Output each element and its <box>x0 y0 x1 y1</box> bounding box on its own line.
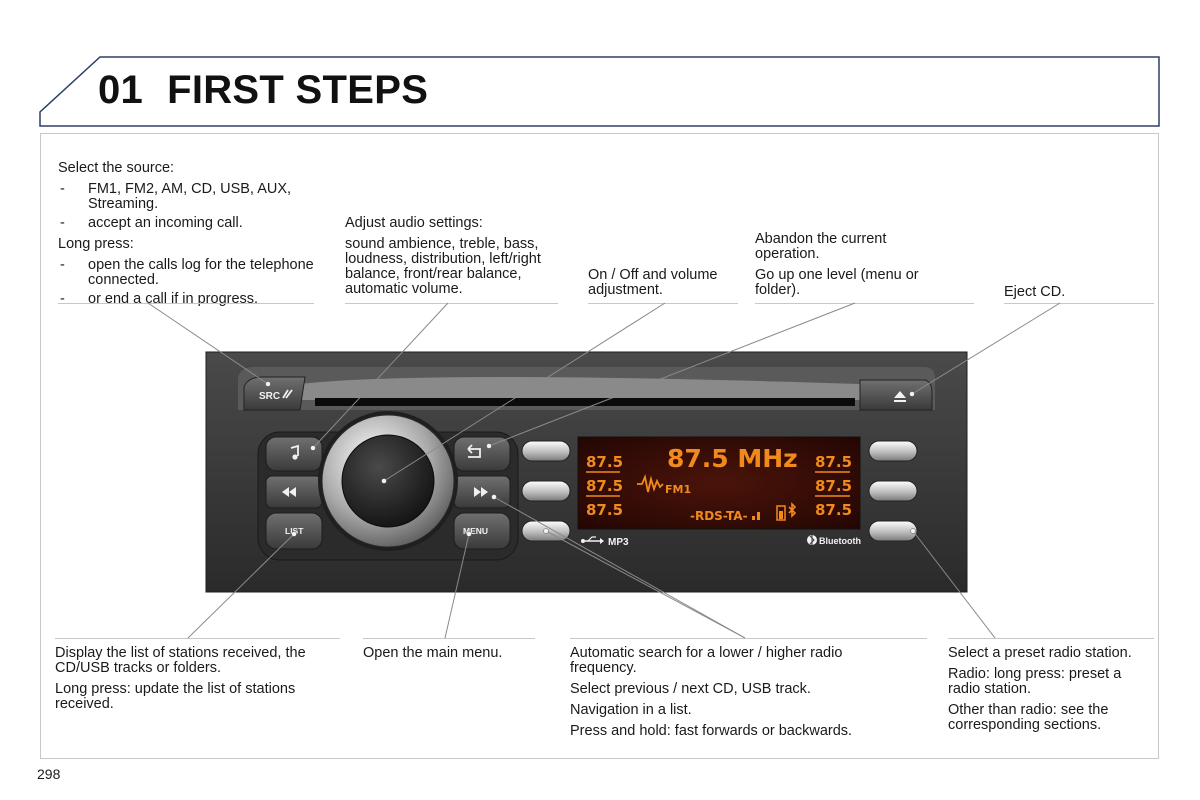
callout-source: Select the source: FM1, FM2, AM, CD, USB… <box>58 161 320 313</box>
list-button-label: LIST <box>285 526 304 536</box>
display-preset-right-1: 87.5 <box>815 453 852 471</box>
display-preset-right-2: 87.5 <box>815 477 852 495</box>
callout-divider <box>1004 303 1154 304</box>
callout-divider <box>570 638 927 639</box>
callout-menu: Open the main menu. <box>363 646 535 667</box>
callout-divider <box>588 303 738 304</box>
signal-wave-icon <box>637 473 664 493</box>
phone-icon <box>282 389 293 399</box>
audio-settings-button[interactable] <box>265 436 323 472</box>
leader-lines <box>147 302 1061 639</box>
list-item: FM1, FM2, AM, CD, USB, AUX, Streaming. <box>58 182 320 212</box>
callout-seek: Automatic search for a lower / higher ra… <box>570 646 900 745</box>
callout-source-title: Select the source: <box>58 160 175 176</box>
page-number: 298 <box>37 766 61 782</box>
callout-seek-line1: Automatic search for a lower / higher ra… <box>570 645 843 676</box>
callout-back: Abandon the current operation. Go up one… <box>755 232 950 304</box>
callout-divider <box>363 638 535 639</box>
callout-seek-line3: Navigation in a list. <box>570 702 692 718</box>
back-button[interactable] <box>453 436 511 472</box>
display-preset-left-3: 87.5 <box>586 501 623 519</box>
chapter-header-frame <box>39 56 1160 127</box>
callout-list: Display the list of stations received, t… <box>55 646 345 718</box>
preset-button-2[interactable] <box>521 480 571 502</box>
callout-divider <box>58 303 314 304</box>
callout-divider <box>948 638 1154 639</box>
preset-button-6[interactable] <box>868 520 918 542</box>
callout-back-line1: Abandon the current operation. <box>755 231 887 262</box>
callout-list-line2: Long press: update the list of stations … <box>55 681 296 712</box>
callout-preset-line2: Radio: long press: preset a radio statio… <box>948 666 1122 697</box>
callout-eject: Eject CD. <box>1004 285 1144 306</box>
preset-button-4[interactable] <box>868 440 918 462</box>
list-button[interactable] <box>265 512 323 550</box>
display-preset-right-3: 87.5 <box>815 501 852 519</box>
callout-source-bullets: FM1, FM2, AM, CD, USB, AUX, Streaming. a… <box>58 182 320 232</box>
preset-button-1[interactable] <box>521 440 571 462</box>
list-item: accept an incoming call. <box>58 216 320 232</box>
callout-power: On / Off and volume adjustment. <box>588 268 738 304</box>
callout-source-long-press-bullets: open the calls log for the telephone con… <box>58 258 320 308</box>
display-frequency: 87.5 MHz <box>667 444 798 473</box>
chapter-number: 01 <box>98 68 144 112</box>
usb-icon <box>581 536 604 544</box>
bluetooth-logo-icon <box>807 535 817 545</box>
callout-seek-line4: Press and hold: fast forwards or backwar… <box>570 723 853 739</box>
display-rds-status: -RDS-TA- <box>690 509 748 523</box>
menu-button-label: MENU <box>463 526 488 536</box>
callout-divider <box>755 303 974 304</box>
music-note-icon <box>290 444 299 460</box>
callout-preset: Select a preset radio station. Radio: lo… <box>948 646 1156 739</box>
callout-preset-line3: Other than radio: see the corresponding … <box>948 702 1109 733</box>
callout-back-line2: Go up one level (menu or folder). <box>755 267 919 298</box>
bluetooth-label: Bluetooth <box>819 536 861 546</box>
list-item: open the calls log for the telephone con… <box>58 258 320 288</box>
fast-forward-icon <box>474 487 488 497</box>
src-button-label[interactable]: SRC <box>259 391 280 402</box>
callout-audio-title: Adjust audio settings: <box>345 215 483 231</box>
callout-source-long-press: Long press: <box>58 236 134 252</box>
display-band: FM1 <box>665 483 691 496</box>
content-panel <box>40 133 1159 759</box>
list-item: or end a call if in progress. <box>58 292 320 308</box>
callout-audio-body: sound ambience, treble, bass, loudness, … <box>345 236 541 297</box>
callout-preset-line1: Select a preset radio station. <box>948 645 1132 661</box>
callout-divider <box>345 303 558 304</box>
preset-button-5[interactable] <box>868 480 918 502</box>
display-preset-left-2: 87.5 <box>586 477 623 495</box>
power-volume-knob[interactable] <box>341 434 435 528</box>
page-title: 01 FIRST STEPS <box>98 68 428 113</box>
battery-icon <box>776 505 786 521</box>
callout-divider <box>55 638 340 639</box>
callout-eject-body: Eject CD. <box>1004 284 1066 300</box>
back-arrow-icon <box>467 444 481 458</box>
callout-menu-line1: Open the main menu. <box>363 645 503 661</box>
eject-button[interactable] <box>859 379 933 411</box>
lcd-display <box>577 436 861 530</box>
bluetooth-status-icon <box>788 502 797 518</box>
eject-icon <box>894 391 906 402</box>
callout-list-line1: Display the list of stations received, t… <box>55 645 306 676</box>
leader-dots <box>265 381 916 537</box>
callout-seek-line2: Select previous / next CD, USB track. <box>570 681 811 697</box>
display-preset-left-1: 87.5 <box>586 453 623 471</box>
callout-audio: Adjust audio settings: sound ambience, t… <box>345 216 550 303</box>
rewind-icon <box>282 487 296 497</box>
chapter-title: FIRST STEPS <box>167 68 429 112</box>
mp3-label: MP3 <box>608 537 629 548</box>
callout-power-body: On / Off and volume adjustment. <box>588 267 718 298</box>
signal-strength-icon <box>752 512 760 520</box>
